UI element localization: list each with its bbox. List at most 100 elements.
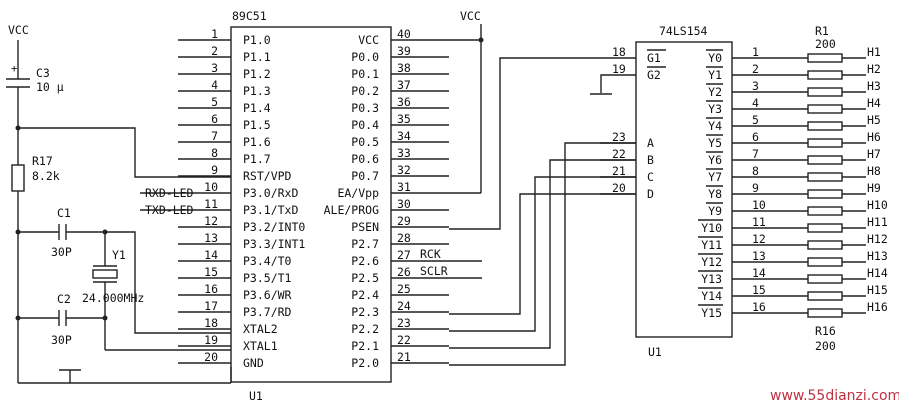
watermark: www.55dianzi.com — [770, 388, 899, 404]
mcu-pin-label: P1.5 — [243, 118, 271, 132]
r17-ref: R17 — [32, 154, 53, 168]
mcu-part-label: 89C51 — [232, 9, 267, 23]
mcu-pin-number: 5 — [211, 95, 218, 109]
decoder-pin-number: 23 — [612, 130, 626, 144]
decoder-output-number: 13 — [752, 249, 766, 263]
mcu-pin-number: 6 — [211, 112, 218, 126]
decoder-output-pins: 1Y02Y13Y24Y35Y46Y57Y68Y79Y810Y911Y1012Y1… — [698, 45, 808, 320]
mcu-pin-number: 28 — [397, 231, 411, 245]
mcu-pin-number: 40 — [397, 27, 411, 41]
decoder-output-label: Y8 — [708, 187, 722, 201]
r17-value: 8.2k — [32, 169, 60, 183]
mcu-pin-number: 26 — [397, 265, 411, 279]
mcu-pin-label: ALE/PROG — [324, 203, 379, 217]
c3-plus-sign: + — [11, 63, 17, 75]
mcu-ref-label: U1 — [249, 389, 263, 403]
mcu-pin-label: P2.0 — [351, 356, 379, 370]
mcu-pin-number: 39 — [397, 44, 411, 58]
mcu-pin-number: 20 — [204, 350, 218, 364]
mcu-pin-number: 31 — [397, 180, 411, 194]
decoder-output-label: Y1 — [708, 68, 722, 82]
c2-ref: C2 — [57, 292, 71, 306]
decoder-output-label: Y10 — [701, 221, 722, 235]
mcu-pin-number: 2 — [211, 44, 218, 58]
mcu-pin-number: 18 — [204, 316, 218, 330]
wire-p23-d — [449, 193, 636, 315]
mcu-pin-number: 34 — [397, 129, 411, 143]
mcu-pin-label: P1.6 — [243, 135, 271, 149]
decoder-pin-label: G2 — [647, 68, 661, 82]
mcu-pin-label: P2.4 — [351, 288, 379, 302]
resistor-array: R1 200 R16 200 H1H2H3H4H5H6H7H8H9H10H11H… — [807, 24, 888, 353]
decoder-output-number: 4 — [752, 96, 759, 110]
decoder-output-label: Y12 — [701, 255, 722, 269]
mcu-pin-number: 29 — [397, 214, 411, 228]
mcu-pin-number: 12 — [204, 214, 218, 228]
resistor-body — [807, 104, 843, 114]
mcu-pin-label: P2.1 — [351, 339, 379, 353]
decoder-output-label: Y5 — [708, 136, 722, 150]
output-net-label: H9 — [867, 181, 881, 195]
output-net-label: H13 — [867, 249, 888, 263]
decoder-output-number: 6 — [752, 130, 759, 144]
output-net-label: H4 — [867, 96, 881, 110]
decoder-output-label: Y2 — [708, 85, 722, 99]
mcu-pin-label: XTAL2 — [243, 322, 278, 336]
decoder-pin-number: 18 — [612, 45, 626, 59]
mcu-pin-label: P3.1/TxD — [243, 203, 298, 217]
mcu-pin-number: 33 — [397, 146, 411, 160]
decoder-part-label: 74LS154 — [659, 24, 708, 38]
decoder-output-number: 10 — [752, 198, 766, 212]
r1-value: 200 — [815, 37, 836, 51]
resistor-body — [807, 155, 843, 165]
decoder-output-number: 12 — [752, 232, 766, 246]
decoder-output-label: Y0 — [708, 51, 722, 65]
decoder-pin-label: C — [647, 170, 654, 184]
decoder-output-label: Y3 — [708, 102, 722, 116]
r17-body — [11, 164, 25, 192]
wire-p20-a — [449, 142, 636, 366]
decoder-output-label: Y15 — [701, 306, 722, 320]
decoder-pin-number: 20 — [612, 181, 626, 195]
mcu-pin-label: P2.7 — [351, 237, 379, 251]
reset-oscillator-circuit: VCC + C3 10 µ R17 8.2k C1 30P C2 30P — [6, 23, 232, 384]
mcu-pin-number: 27 — [397, 248, 411, 262]
resistor-body — [807, 308, 843, 318]
mcu-pin-label: P3.3/INT1 — [243, 237, 305, 251]
mcu-pin-label: P0.2 — [351, 84, 379, 98]
mcu-pin-number: 36 — [397, 95, 411, 109]
mcu-pin-label: P2.6 — [351, 254, 379, 268]
mcu-pin-number: 30 — [397, 197, 411, 211]
mcu-pin-number: 25 — [397, 282, 411, 296]
resistor-body — [807, 172, 843, 182]
mcu-pin-label: P3.2/INT0 — [243, 220, 305, 234]
mcu-pin-number: 3 — [211, 61, 218, 75]
mcu-pin-label: EA/Vpp — [337, 186, 379, 200]
mcu-pin-number: 7 — [211, 129, 218, 143]
c3-ref: C3 — [36, 66, 50, 80]
mcu-pin-label: P3.0/RxD — [243, 186, 298, 200]
decoder-output-number: 11 — [752, 215, 766, 229]
output-net-label: H7 — [867, 147, 881, 161]
wire-xtal2 — [105, 231, 231, 334]
mcu-net-label: TXD-LED — [145, 203, 194, 217]
r1-ref: R1 — [815, 24, 829, 38]
wire-p27-g1 — [449, 57, 636, 230]
decoder-pin-label: G1 — [647, 51, 661, 65]
resistor-body — [807, 257, 843, 267]
decoder-pin-label: D — [647, 187, 654, 201]
mcu-pin-label: P0.5 — [351, 135, 379, 149]
mcu-pin-number: 1 — [211, 27, 218, 41]
c3-value: 10 µ — [36, 80, 64, 94]
vcc-left-label: VCC — [8, 23, 29, 37]
output-net-label: H14 — [867, 266, 888, 280]
decoder-output-number: 9 — [752, 181, 759, 195]
decoder-output-number: 8 — [752, 164, 759, 178]
resistor-body — [807, 87, 843, 97]
mcu-right-pins: 40VCC39P0.038P0.137P0.236P0.335P0.434P0.… — [324, 27, 482, 370]
decoder-output-label: Y13 — [701, 272, 722, 286]
mcu-body — [230, 26, 392, 383]
resistor-body — [807, 240, 843, 250]
